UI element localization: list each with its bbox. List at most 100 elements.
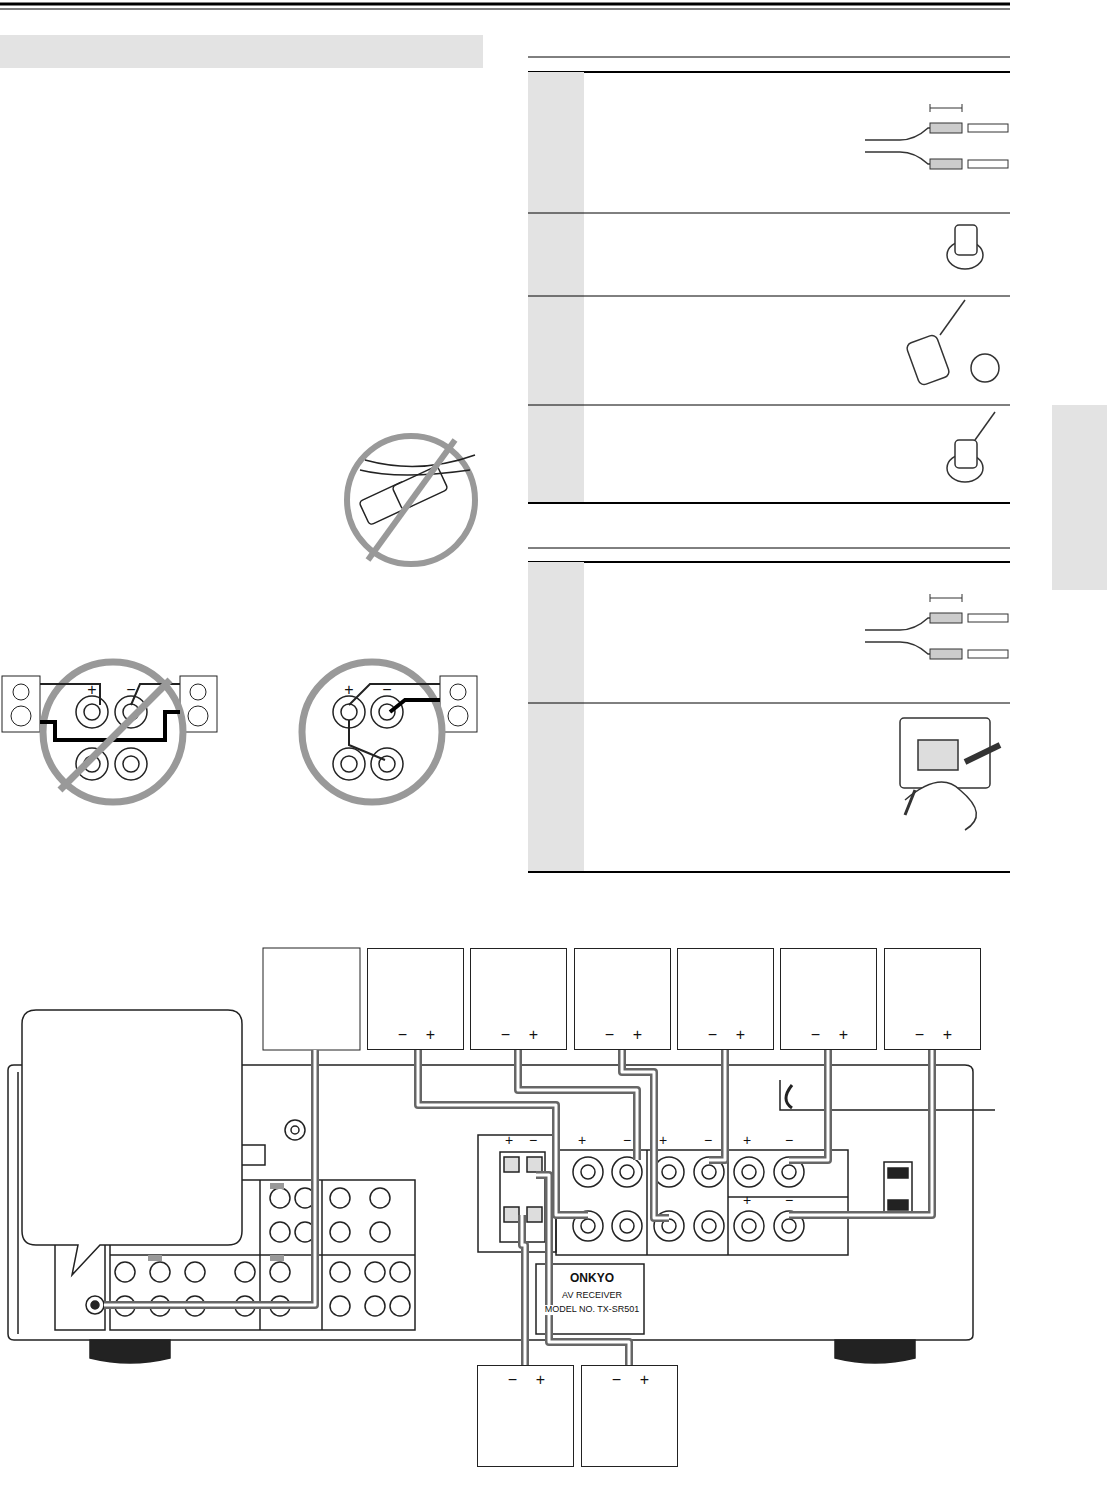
wrong-wiring-diagram-part-part xyxy=(115,748,147,780)
binding-post-icon-part xyxy=(955,225,977,255)
receiver-rear-panel-part xyxy=(884,1162,912,1217)
wire-strip-icon-part xyxy=(930,649,962,659)
wire-strip-icon-part xyxy=(930,613,962,623)
step-table-part xyxy=(528,296,1010,297)
page-frame-part xyxy=(0,35,483,68)
receiver-rear-panel-part xyxy=(91,1301,99,1309)
speaker-cable-part-part xyxy=(622,1050,669,1218)
receiver-rear-panel-part xyxy=(888,1168,908,1178)
speaker-terminal-part xyxy=(581,1165,595,1179)
speaker-cable-part-part xyxy=(789,1050,828,1160)
jack-row-part xyxy=(330,1262,350,1282)
speaker-cable-part-part xyxy=(789,1050,932,1215)
callout-balloon-part xyxy=(22,1010,242,1275)
brand-name: ONKYO xyxy=(568,1272,616,1285)
speaker-cable-part-part xyxy=(518,1050,637,1160)
step-table-part xyxy=(528,213,1010,214)
receiver-rear-panel-part xyxy=(240,1145,265,1165)
speaker-terminal-part xyxy=(742,1219,756,1233)
polarity-sign: − xyxy=(398,1027,407,1043)
speaker-terminal xyxy=(573,1157,804,1241)
speaker-box: −+ xyxy=(884,948,981,1050)
speaker-cable-part-part xyxy=(418,1050,588,1215)
model-label: AV RECEIVER xyxy=(560,1291,624,1301)
receiver-rear-panel-part xyxy=(527,1207,542,1222)
binding-post-icon xyxy=(905,225,999,482)
jack-row-part xyxy=(370,1222,390,1242)
speaker-cable-part-part xyxy=(104,1050,315,1305)
terminal-sign: − xyxy=(623,1133,631,1148)
speaker-terminal-part xyxy=(782,1165,796,1179)
polarity-sign: + xyxy=(536,1372,545,1388)
terminal-sign: + xyxy=(743,1193,751,1208)
receiver-rear-panel-part xyxy=(780,1080,995,1110)
correct-wiring-diagram xyxy=(302,662,477,802)
polarity-sign: + xyxy=(736,1027,745,1043)
wire-strip-icon-part xyxy=(930,123,962,133)
speaker-cable-part xyxy=(104,1050,932,1365)
wire-strip-icon-part xyxy=(930,594,931,602)
wire-strip-icon-part xyxy=(930,108,962,109)
speaker-box: −+ xyxy=(581,1365,678,1467)
terminal-sign: + xyxy=(659,1133,667,1148)
polarity-sign: + xyxy=(529,1027,538,1043)
binding-post-icon-part xyxy=(955,440,977,468)
polarity-sign: − xyxy=(612,1372,621,1388)
speaker-cable-part-part xyxy=(522,1215,525,1365)
terminal-sign: + xyxy=(505,1133,513,1148)
speaker-cable-part-part xyxy=(789,1050,828,1160)
receiver-rear-panel-part xyxy=(148,1255,162,1261)
speaker-terminal-part xyxy=(573,1157,603,1187)
page-frame-part xyxy=(0,3,1010,6)
polarity-sign: + xyxy=(633,1027,642,1043)
speaker-terminal-part xyxy=(702,1219,716,1233)
binding-post-icon-part xyxy=(971,354,999,382)
receiver-rear-panel-part xyxy=(270,1183,284,1189)
push-terminal-icon-part xyxy=(918,740,958,770)
wire-strip-icon-part xyxy=(930,598,962,599)
wrong-wiring-diagram-part-part xyxy=(76,696,108,728)
receiver-rear-panel-part xyxy=(17,1072,19,1334)
step-table-part xyxy=(528,561,1010,563)
receiver-rear-panel-part xyxy=(835,1340,915,1363)
wrong-wiring-diagram-part xyxy=(60,680,170,790)
polarity-sign: + xyxy=(839,1027,848,1043)
jack-row-part xyxy=(370,1188,390,1208)
polarity-sign: − xyxy=(508,1372,517,1388)
wrong-wiring-diagram-part xyxy=(11,706,31,726)
binding-post-icon-part xyxy=(940,300,965,335)
correct-wiring-diagram-part xyxy=(450,684,466,700)
step-table-part xyxy=(528,71,1010,73)
correct-wiring-diagram-part-part xyxy=(333,748,365,780)
speaker-terminal-part xyxy=(620,1165,634,1179)
prohibited-icon xyxy=(347,436,475,564)
polarity-sign: + xyxy=(426,1027,435,1043)
receiver-rear-panel-part xyxy=(504,1157,519,1172)
speaker-cable-part-part xyxy=(536,1175,629,1365)
correct-wiring-diagram-part-part xyxy=(371,696,403,728)
step-table-part xyxy=(528,562,584,872)
speaker-terminal-part xyxy=(734,1211,764,1241)
jack-row-part xyxy=(390,1296,410,1316)
model-label: MODEL NO. TX-SR501 xyxy=(543,1305,642,1315)
correct-wiring-diagram-part xyxy=(440,676,477,732)
wrong-wiring-diagram-part xyxy=(188,706,208,726)
receiver-rear-panel-part xyxy=(527,1157,542,1172)
polarity-sign: − xyxy=(811,1027,820,1043)
wire-strip-icon-part xyxy=(930,159,962,169)
polarity-sign: − xyxy=(501,1027,510,1043)
receiver-rear-panel-part xyxy=(291,1126,299,1134)
wire-strip-icon-part xyxy=(962,594,963,602)
jack-row-part xyxy=(185,1262,205,1282)
page-frame xyxy=(0,4,1107,590)
speaker-cable-part xyxy=(104,1050,932,1365)
speaker-terminal-part xyxy=(612,1157,642,1187)
polarity-sign: − xyxy=(708,1027,717,1043)
receiver-rear-panel-part xyxy=(478,1135,556,1252)
jack-row-part xyxy=(270,1188,290,1208)
polarity-sign: − xyxy=(126,681,135,699)
jack-row-part xyxy=(115,1262,135,1282)
step-table-part xyxy=(528,703,1010,704)
speaker-box: −+ xyxy=(367,948,464,1050)
polarity-sign: + xyxy=(87,681,96,699)
